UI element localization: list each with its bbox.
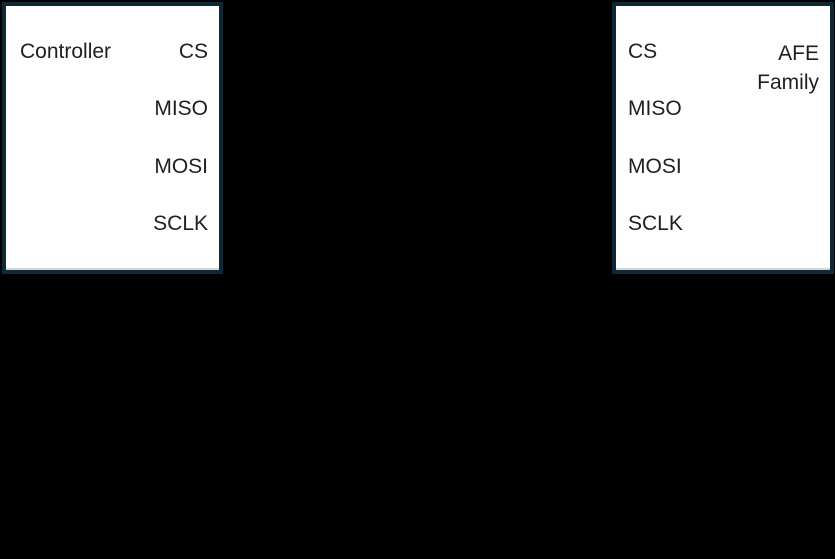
afe-pin-sclk: SCLK	[628, 212, 683, 235]
controller-pin-mosi: MOSI	[154, 155, 208, 178]
afe-block-title-line2: Family	[757, 71, 819, 94]
afe-block-title: AFE Family	[757, 39, 819, 97]
controller-pin-cs: CS	[178, 40, 208, 63]
afe-pin-mosi: MOSI	[628, 155, 682, 178]
afe-block-title-line1: AFE	[778, 42, 819, 65]
controller-block-title: Controller	[20, 40, 112, 63]
afe-family-block: AFE Family CS MISO MOSI SCLK	[612, 2, 834, 274]
afe-pin-cs: CS	[628, 40, 658, 63]
controller-pin-miso: MISO	[154, 97, 208, 120]
afe-pin-miso: MISO	[628, 97, 682, 120]
controller-block: Controller CS MISO MOSI SCLK	[2, 2, 223, 274]
controller-pin-sclk: SCLK	[153, 212, 208, 235]
